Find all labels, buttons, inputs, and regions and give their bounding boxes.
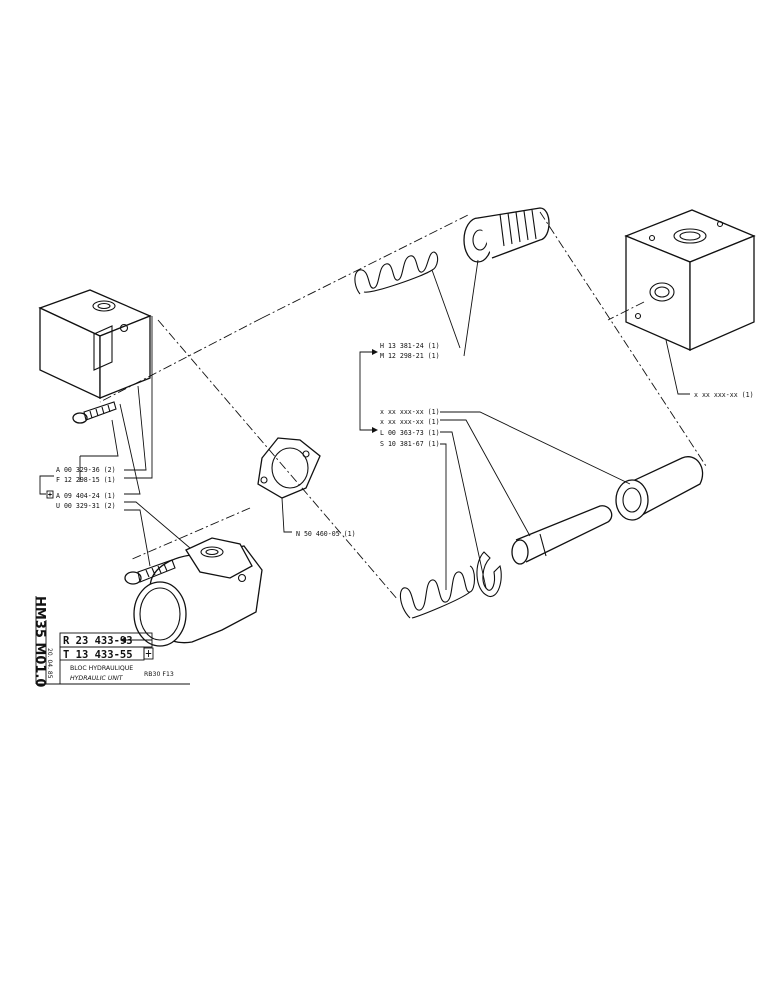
lower-spring [399,565,476,619]
centre-lines [99,211,707,601]
boxed-plus-icon-2 [145,650,152,657]
callout-u-bolt: U 00 329-31 (2) [56,502,116,510]
callout-f-block: F 12 298-15 (1) [56,476,116,484]
description-en: HYDRAULIC UNIT [70,675,124,682]
callout-l-circlip: L 00 363-73 (1) [380,429,440,437]
upper-callouts: H 13 381-24 (1) M 12 298-21 (1) [380,342,440,360]
callout-right-block: x xx xxx-xx (1) [694,391,754,399]
title-block: R 23 433-93 T 13 433-55 BLOC HYDRAULIQUE… [32,596,190,687]
right-hydraulic-block [624,209,756,351]
callout-h-spring: H 13 381-24 (1) [380,342,440,350]
description-fr: BLOC HYDRAULIQUE [70,665,133,672]
callout-a-washer: A 09 404-24 (1) [56,492,116,500]
boxed-plus-icon [46,490,54,499]
callout-x-rod: x xx xxx-xx (1) [380,418,440,426]
lower-callouts: x xx xxx-xx (1) x xx xxx-xx (1) L 00 363… [380,408,440,448]
callout-m-plug: M 12 298-21 (1) [380,352,440,360]
spool-plug [463,207,550,263]
circlip [476,551,502,597]
callout-n-gasket: N 50 460-05 (1) [296,530,356,538]
callout-x-sleeve: x xx xxx-xx (1) [380,408,440,416]
left-callouts: A 00 329-36 (2) F 12 298-15 (1) A 09 404… [39,466,116,510]
sheet-date: 20. 04. 85 [46,648,53,679]
sheet-code: HM35 M01.0 [32,596,47,687]
bracket-arrow-icon [372,349,378,433]
valve-housing [133,537,263,647]
leader-lines [79,259,690,590]
housing-bolt [124,559,176,585]
piston-rod [511,505,613,565]
model-code: RB30 F13 [144,671,174,678]
left-bolt [72,401,117,424]
upper-spring [354,251,439,295]
callout-a-screw: A 00 329-36 (2) [56,466,116,474]
callout-s-spring: S 10 381-67 (1) [380,440,440,448]
left-hydraulic-block [38,289,152,400]
gasket [257,437,321,499]
reference-t: T 13 433-55 [63,649,133,661]
sleeve [615,456,704,521]
reference-r: R 23 433-93 [63,635,133,647]
